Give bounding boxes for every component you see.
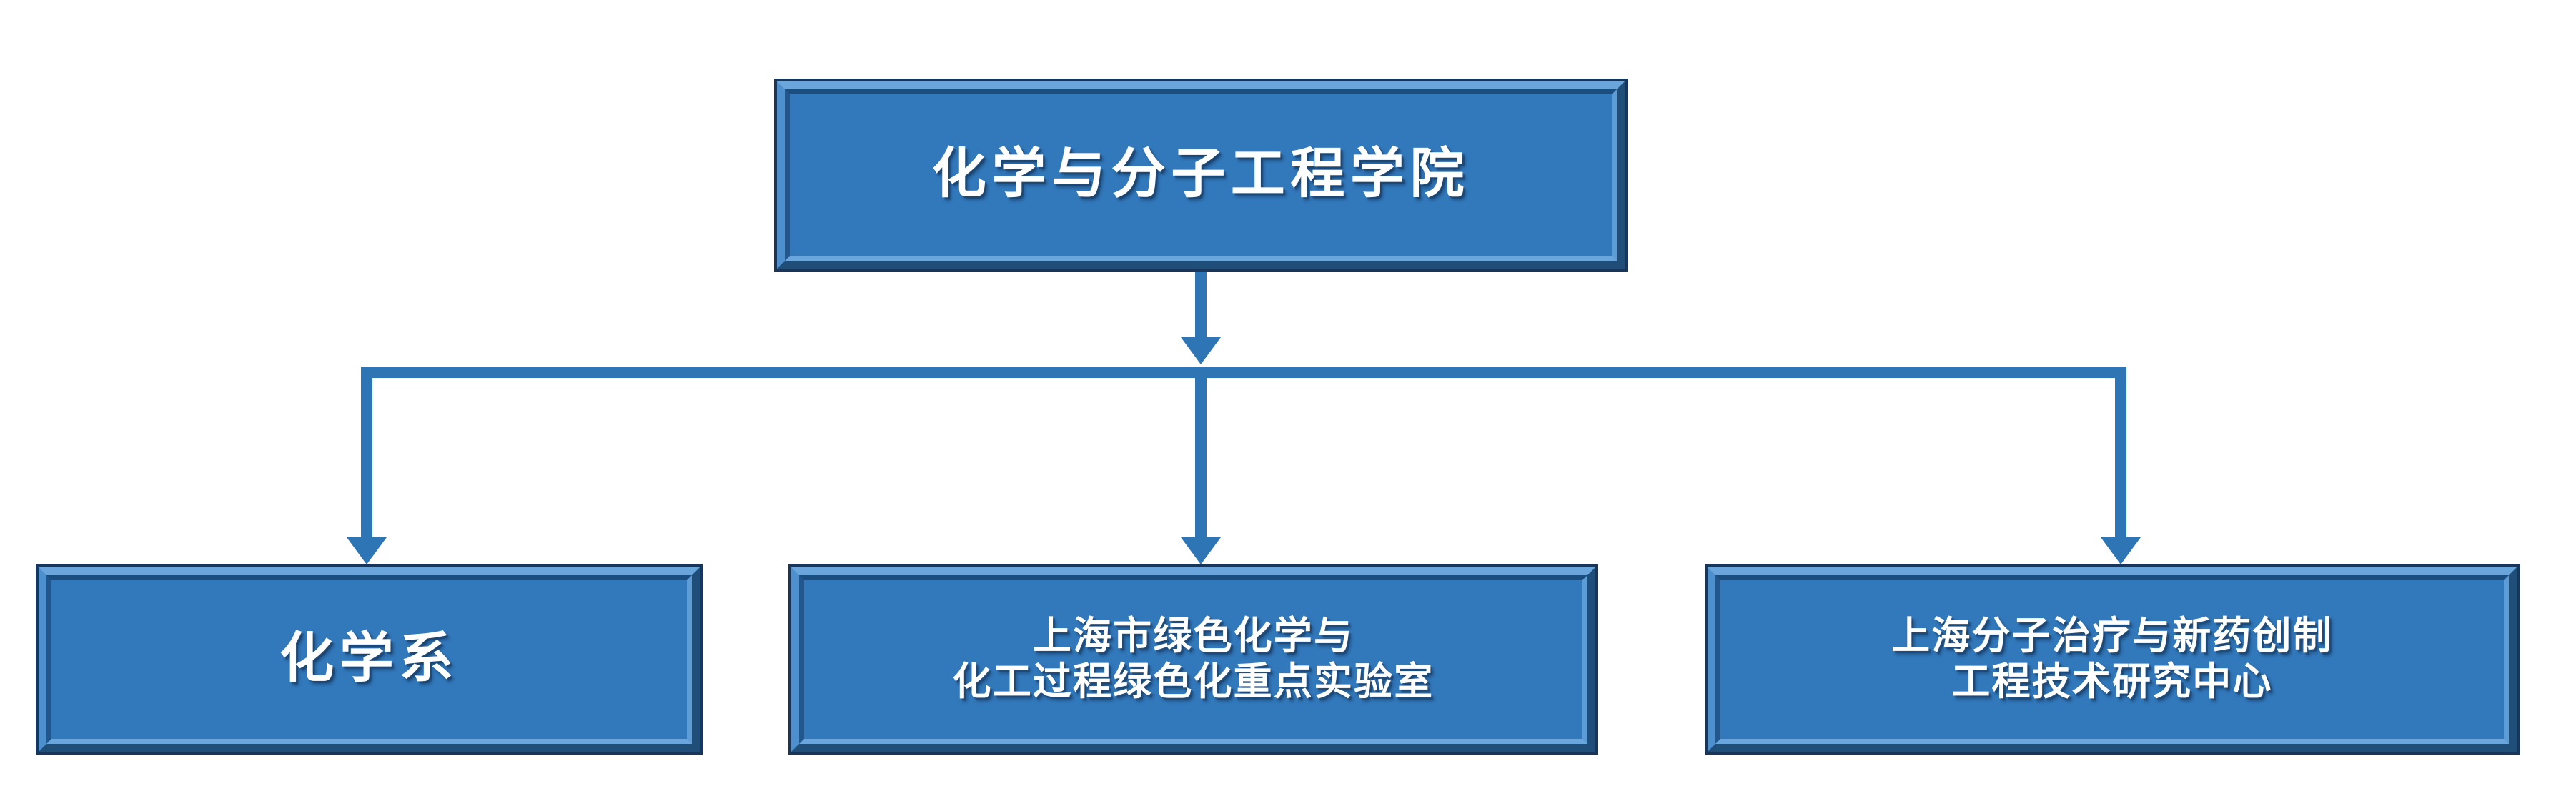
node-label: 化学系 (279, 629, 459, 690)
node-label: 上海市绿色化学与 化工过程绿色化重点实验室 (952, 615, 1435, 703)
node-department-of-chemistry[interactable]: 化学系 (36, 564, 703, 755)
arrow-down-icon-to-department-of-chemistry (347, 537, 387, 564)
connector-root-stem (1195, 272, 1207, 337)
arrow-down-icon-root-to-bus (1181, 337, 1221, 364)
connector-drop-middle (1195, 367, 1207, 538)
arrow-down-icon-to-green-chemistry-key-lab (1181, 537, 1221, 564)
node-label: 化学与分子工程学院 (931, 144, 1470, 205)
node-label: 上海分子治疗与新药创制 工程技术研究中心 (1891, 615, 2333, 703)
node-green-chemistry-key-lab[interactable]: 上海市绿色化学与 化工过程绿色化重点实验室 (788, 564, 1598, 755)
connector-drop-right (2115, 367, 2126, 538)
connector-drop-left (361, 367, 372, 538)
node-school-of-chemistry-and-molecular-engineering[interactable]: 化学与分子工程学院 (774, 79, 1628, 272)
arrow-down-icon-to-molecular-therapy-engineering-center (2101, 537, 2141, 564)
node-molecular-therapy-engineering-center[interactable]: 上海分子治疗与新药创制 工程技术研究中心 (1705, 564, 2520, 755)
connector-horizontal-bus (361, 367, 2126, 378)
